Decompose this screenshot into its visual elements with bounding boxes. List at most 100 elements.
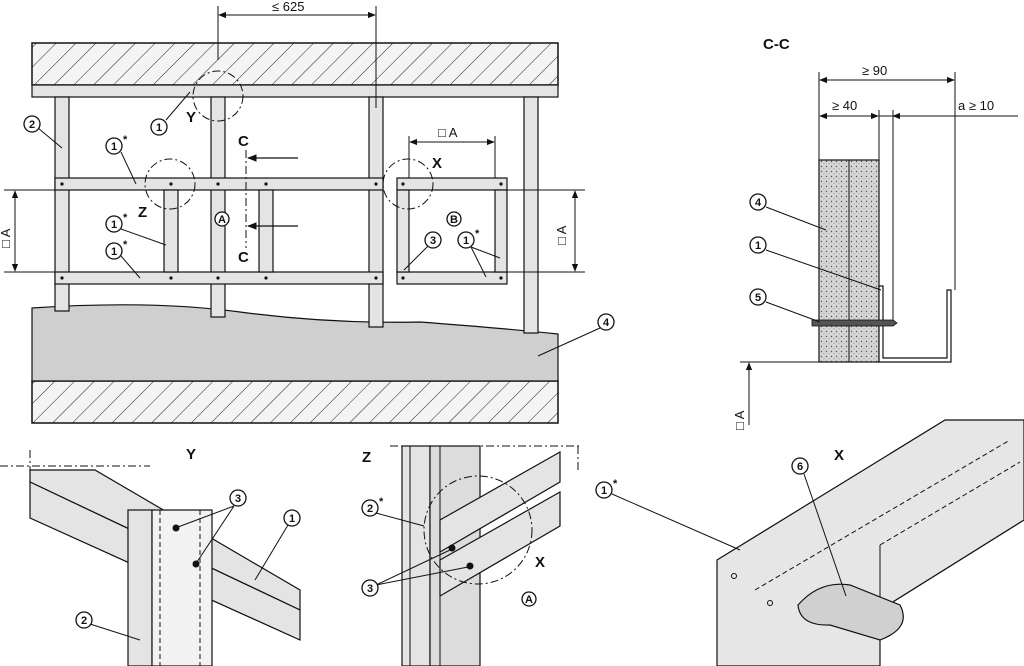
callout-1-star-b: 1 * — [105, 212, 167, 246]
svg-text:4: 4 — [603, 317, 610, 329]
svg-text:2: 2 — [29, 119, 35, 131]
section-label-c-bottom: C — [238, 249, 249, 266]
screw — [811, 319, 898, 327]
callout-1-y: 1 — [254, 509, 301, 581]
detail-y: Y 3 1 2 — [0, 446, 301, 666]
dim-a-cc-label: □ A — [732, 410, 747, 430]
detail-x-title: X — [834, 447, 844, 464]
dim-spacing-label: ≤ 625 — [272, 0, 304, 14]
svg-text:3: 3 — [235, 493, 241, 505]
panel-marker-b — [446, 211, 462, 227]
z-noggin-lower — [439, 490, 561, 598]
screw-dots — [60, 182, 503, 280]
section-cc: C-C ≥ 90 ≥ 40 a ≥ 10 □ A 4 1 — [732, 36, 1018, 430]
callout-2-star-z: 2 * — [361, 496, 425, 527]
svg-text:4: 4 — [755, 197, 762, 209]
screed-layer — [31, 304, 559, 382]
detail-y-title: Y — [186, 446, 196, 463]
svg-text:3: 3 — [430, 235, 436, 247]
callout-1-cc: 1 — [749, 236, 882, 291]
svg-text:*: * — [613, 478, 618, 490]
u-profile — [878, 285, 952, 363]
main-elevation: C C ≤ 625 □ A □ A □ A Y Z X A B — [0, 0, 615, 424]
x-sheet — [716, 419, 1024, 666]
svg-text:1: 1 — [156, 122, 162, 134]
stud — [210, 96, 226, 318]
panel-marker-b-text: B — [450, 214, 458, 226]
detail-z: Z 2 * 3 X A — [361, 445, 580, 666]
svg-text:A: A — [525, 594, 533, 606]
detail-label-z: Z — [138, 204, 147, 221]
svg-text:*: * — [475, 228, 480, 240]
svg-text:2: 2 — [367, 503, 373, 515]
detail-label-x: X — [432, 155, 442, 172]
detail-x: X 6 1 * — [595, 419, 1024, 666]
svg-text:*: * — [123, 134, 128, 146]
svg-text:1: 1 — [111, 219, 117, 231]
frame-b-right — [494, 189, 508, 273]
svg-text:1: 1 — [601, 485, 607, 497]
callout-2-y: 2 — [75, 611, 141, 641]
svg-text:1: 1 — [111, 246, 117, 258]
frame-b-left — [396, 189, 410, 273]
floor-slab — [31, 380, 559, 424]
section-label-c-top: C — [238, 133, 249, 150]
trimmer — [258, 189, 274, 273]
z-detail-circle — [423, 475, 533, 585]
stud — [368, 96, 384, 328]
detail-label-y: Y — [186, 109, 196, 126]
detail-circle-z — [144, 158, 196, 210]
trimmer — [163, 189, 179, 273]
callout-1-star-a: 1 * — [105, 134, 137, 185]
svg-text:1: 1 — [755, 240, 761, 252]
svg-text:1: 1 — [463, 235, 469, 247]
callout-1-top: 1 — [150, 91, 191, 136]
top-rail — [31, 84, 559, 98]
callout-4-cc: 4 — [749, 193, 827, 231]
dim-40-label: ≥ 40 — [832, 98, 857, 113]
callout-3-z: 3 — [361, 549, 469, 597]
dim-a-right-label: □ A — [554, 225, 569, 245]
panel-marker-a — [214, 211, 230, 227]
z-stud — [401, 445, 431, 666]
callout-1-star-c: 1 * — [105, 239, 141, 279]
dim-a-left-label: □ A — [0, 228, 13, 248]
x-clip — [797, 583, 904, 641]
panel-marker-a-text: A — [218, 214, 226, 226]
callout-4-main: 4 — [537, 313, 615, 357]
section-cc-title: C-C — [763, 36, 790, 53]
callout-6-x: 6 — [791, 457, 847, 597]
y-stud-front — [151, 509, 213, 666]
svg-text:3: 3 — [367, 583, 373, 595]
svg-text:2: 2 — [81, 615, 87, 627]
frame-b-bottom — [396, 271, 508, 285]
svg-text:*: * — [123, 212, 128, 224]
svg-text:*: * — [379, 496, 384, 508]
callout-1-star-frame-b: 1 * — [457, 228, 501, 278]
callout-1-star-x: 1 * — [595, 478, 741, 551]
stud — [523, 96, 539, 334]
dim-a10-label: a ≥ 10 — [958, 98, 994, 113]
callout-5-cc: 5 — [749, 288, 821, 323]
dim-a-top-label: □ A — [438, 125, 458, 140]
stud — [54, 96, 70, 312]
svg-text:5: 5 — [755, 292, 761, 304]
callout-3-y: 3 — [177, 489, 247, 563]
callout-2-main: 2 — [23, 115, 63, 149]
dim-90-label: ≥ 90 — [862, 63, 887, 78]
callout-3-frame-b: 3 — [403, 231, 442, 271]
z-noggin — [439, 450, 561, 554]
ceiling-slab — [31, 42, 559, 86]
svg-text:1: 1 — [111, 141, 117, 153]
detail-circle-y — [192, 70, 244, 122]
svg-text:*: * — [123, 239, 128, 251]
detail-z-title: Z — [362, 449, 371, 466]
z-label-x: X — [535, 554, 545, 571]
z-marker-a — [521, 591, 537, 607]
svg-text:6: 6 — [797, 461, 803, 473]
y-stud — [127, 509, 153, 666]
detail-circle-x — [382, 158, 434, 210]
svg-text:1: 1 — [289, 513, 295, 525]
frame-b-top — [396, 177, 508, 191]
